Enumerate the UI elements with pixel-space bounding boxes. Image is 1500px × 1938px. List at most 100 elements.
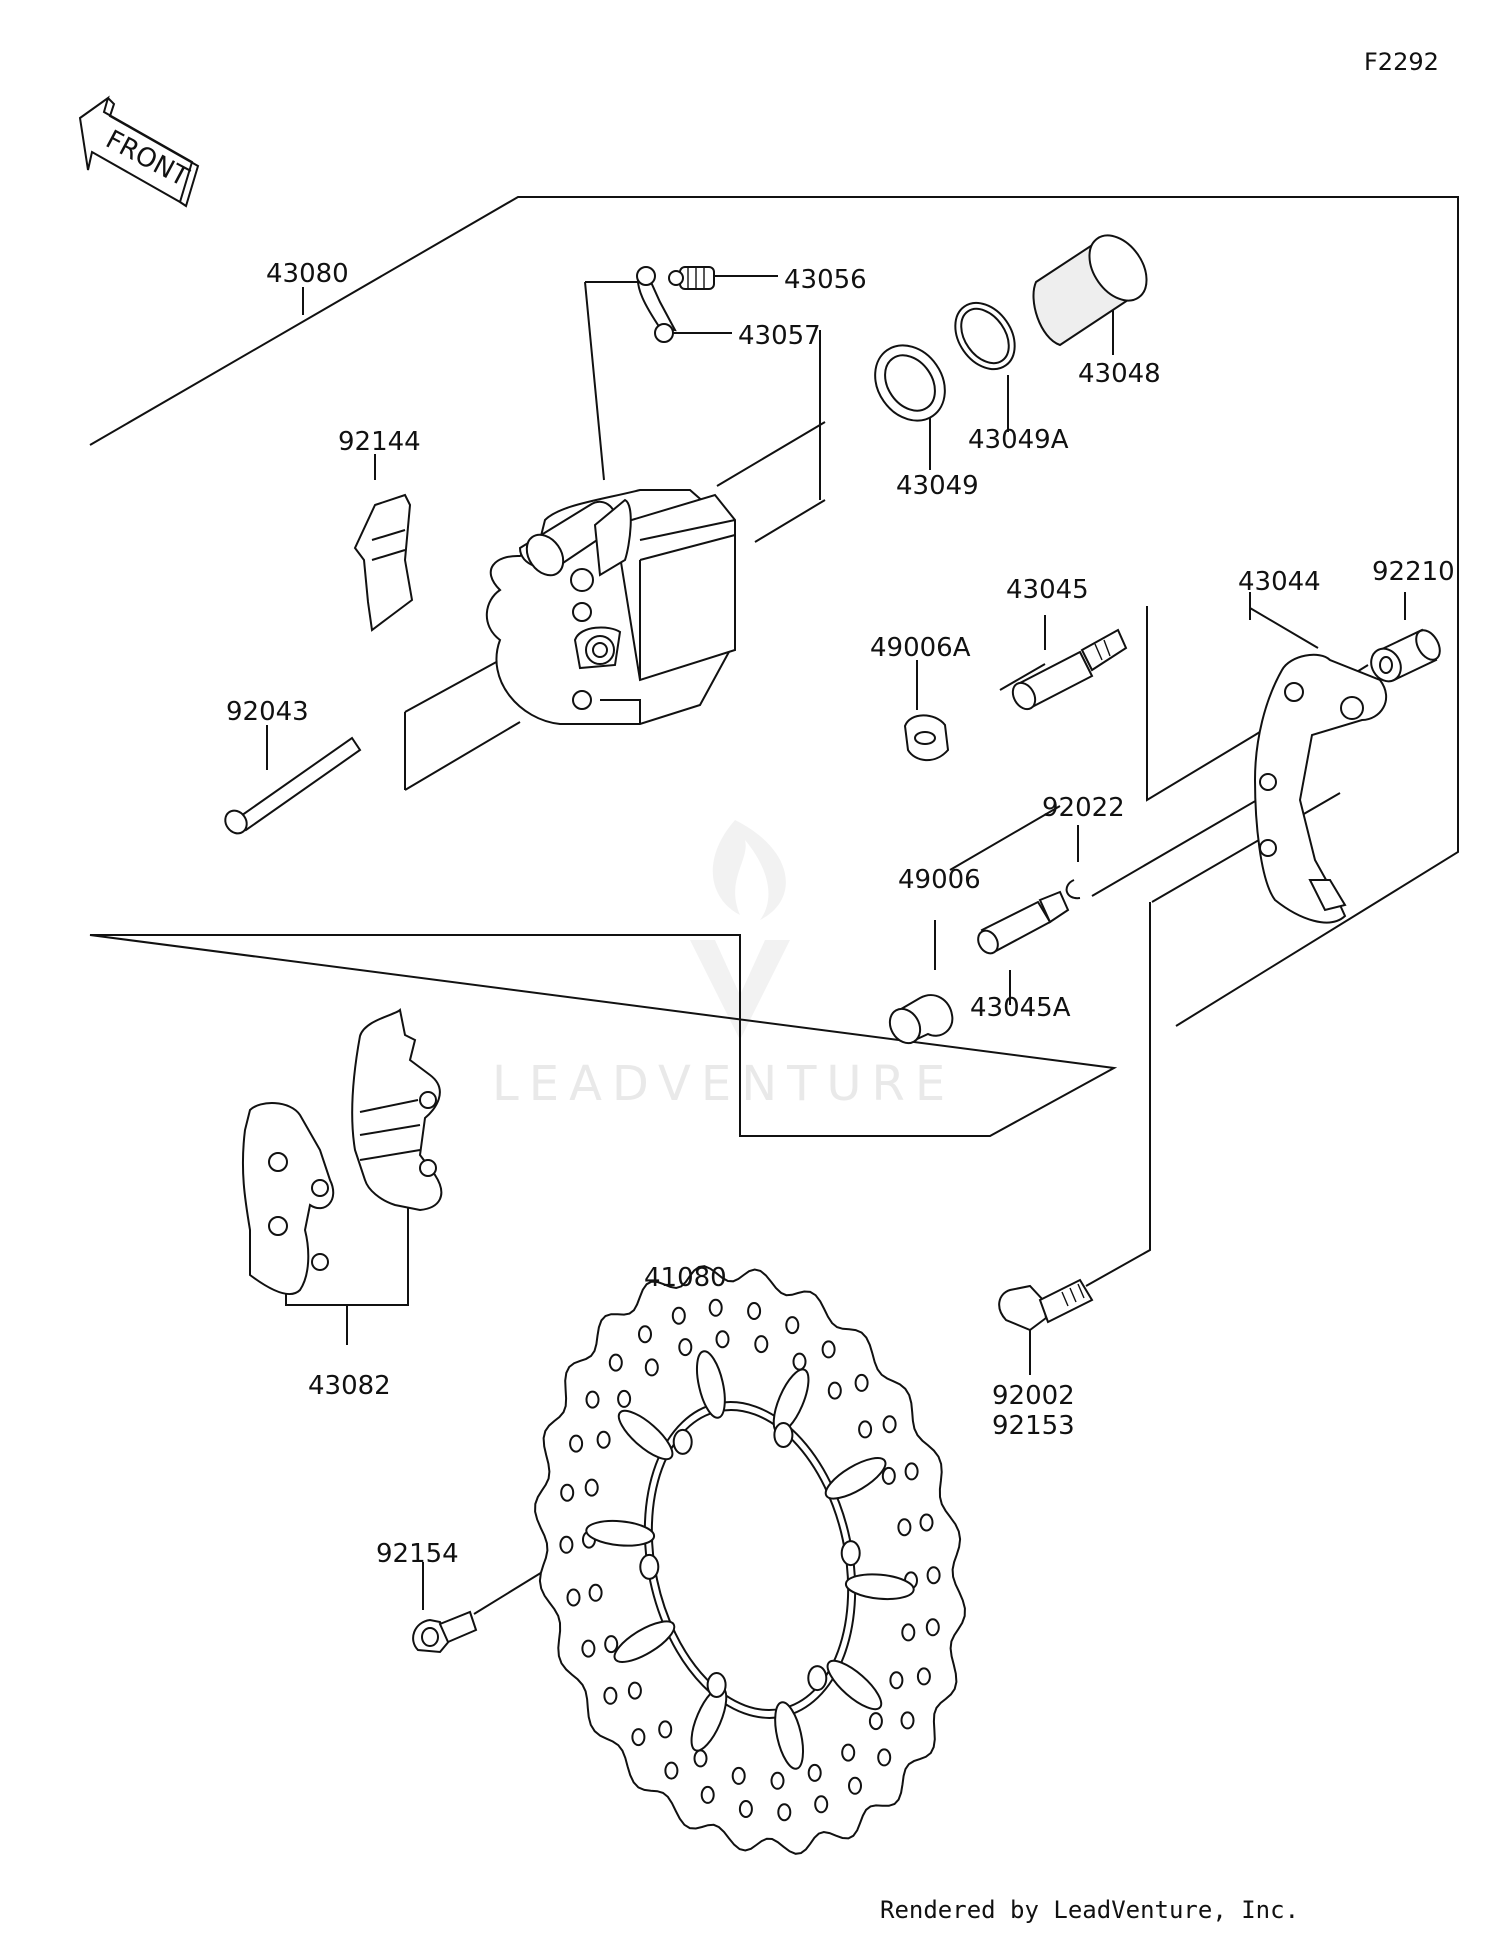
disc-slot <box>613 1620 676 1663</box>
dust-seal-43049A <box>954 301 1016 371</box>
disc-vent-hole <box>664 1761 679 1780</box>
disc-vent-hole <box>754 1335 769 1354</box>
disc-vent-hole <box>900 1711 915 1730</box>
disc-vent-hole <box>792 1352 807 1371</box>
figure-code: F2292 <box>1364 48 1439 76</box>
disc-mount-hole <box>672 1428 693 1455</box>
disc-vent-hole <box>897 1518 912 1537</box>
disc-vent-hole <box>585 1390 600 1409</box>
disc-vent-hole <box>559 1535 574 1554</box>
disc-vent-hole <box>882 1415 897 1434</box>
disc-vent-hole <box>584 1478 599 1497</box>
label-41080: 41080 <box>644 1263 727 1293</box>
disc-vent-hole <box>603 1686 618 1705</box>
label-92002: 92002 <box>992 1381 1075 1411</box>
caliper-assembly-outline <box>89 196 1459 1137</box>
bushing-92210 <box>1370 628 1441 683</box>
label-92022: 92022 <box>1042 793 1125 823</box>
disc-vent-hole <box>596 1430 611 1449</box>
disc-vent-hole <box>841 1743 856 1762</box>
disc-vent-hole <box>731 1766 746 1785</box>
label-92043: 92043 <box>226 697 309 727</box>
disc-mount-hole <box>773 1422 794 1448</box>
disc-vent-hole <box>617 1389 632 1408</box>
label-92144: 92144 <box>338 427 421 457</box>
front-direction-arrow: FRONT <box>78 95 200 208</box>
piston-seal-43049 <box>874 344 946 422</box>
label-92154: 92154 <box>376 1539 459 1569</box>
disc-vent-hole <box>785 1316 800 1335</box>
disc-vent-hole <box>566 1588 581 1607</box>
disc-slot <box>695 1350 726 1419</box>
pad-pin-92043 <box>224 736 362 835</box>
label-49006: 49006 <box>898 865 981 895</box>
label-43080: 43080 <box>266 259 349 289</box>
part-labels: 43080 43056 43057 43048 43049A 43049 921… <box>226 259 1455 1569</box>
boot-49006 <box>888 994 954 1045</box>
label-43044: 43044 <box>1238 567 1321 597</box>
disc-vent-hole <box>747 1302 762 1320</box>
disc-vent-hole <box>868 1712 883 1731</box>
disc-vent-hole <box>715 1330 730 1349</box>
circlip-92022 <box>1065 879 1081 900</box>
label-43082: 43082 <box>308 1371 391 1401</box>
label-43045: 43045 <box>1006 575 1089 605</box>
disc-vent-hole <box>904 1462 919 1481</box>
disc-vent-hole <box>881 1466 896 1485</box>
disc-vent-hole <box>738 1800 753 1818</box>
disc-vent-hole <box>827 1381 842 1400</box>
slide-pin-43045A <box>977 890 1070 955</box>
disc-vent-hole <box>854 1373 869 1392</box>
disc-vent-hole <box>926 1566 941 1585</box>
disc-mount-hole <box>639 1553 660 1580</box>
boot-49006A <box>903 714 950 762</box>
bleeder-valve-43056 <box>668 266 715 290</box>
disc-vent-hole <box>925 1618 940 1637</box>
label-43056: 43056 <box>784 265 867 295</box>
label-49006A: 49006A <box>870 633 971 663</box>
bleeder-cap-43057 <box>636 266 677 343</box>
disc-vent-hole <box>569 1434 584 1453</box>
disc-vent-hole <box>807 1763 822 1782</box>
disc-vent-hole <box>814 1795 829 1814</box>
label-92210: 92210 <box>1372 557 1455 587</box>
disc-vent-hole <box>821 1340 836 1359</box>
brake-disc-41080 <box>534 1265 966 1855</box>
disc-slot <box>844 1573 915 1601</box>
watermark-logo <box>690 820 790 1040</box>
pad-spring-92144 <box>353 493 414 632</box>
piston-43048 <box>1032 234 1148 347</box>
disc-vent-hole <box>631 1728 646 1747</box>
disc-mount-hole <box>840 1540 861 1567</box>
caliper-bracket-43044 <box>1253 653 1387 924</box>
disc-mount-hole <box>706 1672 727 1698</box>
render-credit: Rendered by LeadVenture, Inc. <box>880 1896 1300 1924</box>
disc-vent-hole <box>671 1306 686 1325</box>
disc-vent-hole <box>604 1635 619 1654</box>
disc-bolt-92154 <box>412 1610 478 1654</box>
label-43045A: 43045A <box>970 993 1071 1023</box>
disc-slot <box>826 1659 883 1711</box>
disc-vent-hole <box>638 1325 652 1344</box>
disc-vent-hole <box>901 1623 916 1642</box>
disc-vent-hole <box>608 1353 623 1372</box>
watermark-text: LEADVENTURE <box>492 1056 955 1112</box>
disc-vent-hole <box>700 1785 715 1804</box>
disc-vent-hole <box>858 1420 873 1439</box>
disc-slot <box>774 1701 805 1770</box>
disc-vent-hole <box>916 1667 931 1686</box>
label-43049: 43049 <box>896 471 979 501</box>
disc-slot <box>617 1409 674 1461</box>
disc-vent-hole <box>560 1483 575 1502</box>
label-43049A: 43049A <box>968 425 1069 455</box>
disc-slot <box>585 1519 656 1547</box>
disc-vent-hole <box>919 1513 934 1532</box>
label-92153: 92153 <box>992 1411 1075 1441</box>
disc-vent-hole <box>708 1298 723 1317</box>
disc-vent-hole <box>627 1681 642 1700</box>
disc-vent-hole <box>678 1338 693 1357</box>
disc-vent-hole <box>777 1803 792 1822</box>
disc-vent-hole <box>658 1720 673 1739</box>
label-43057: 43057 <box>738 321 821 351</box>
